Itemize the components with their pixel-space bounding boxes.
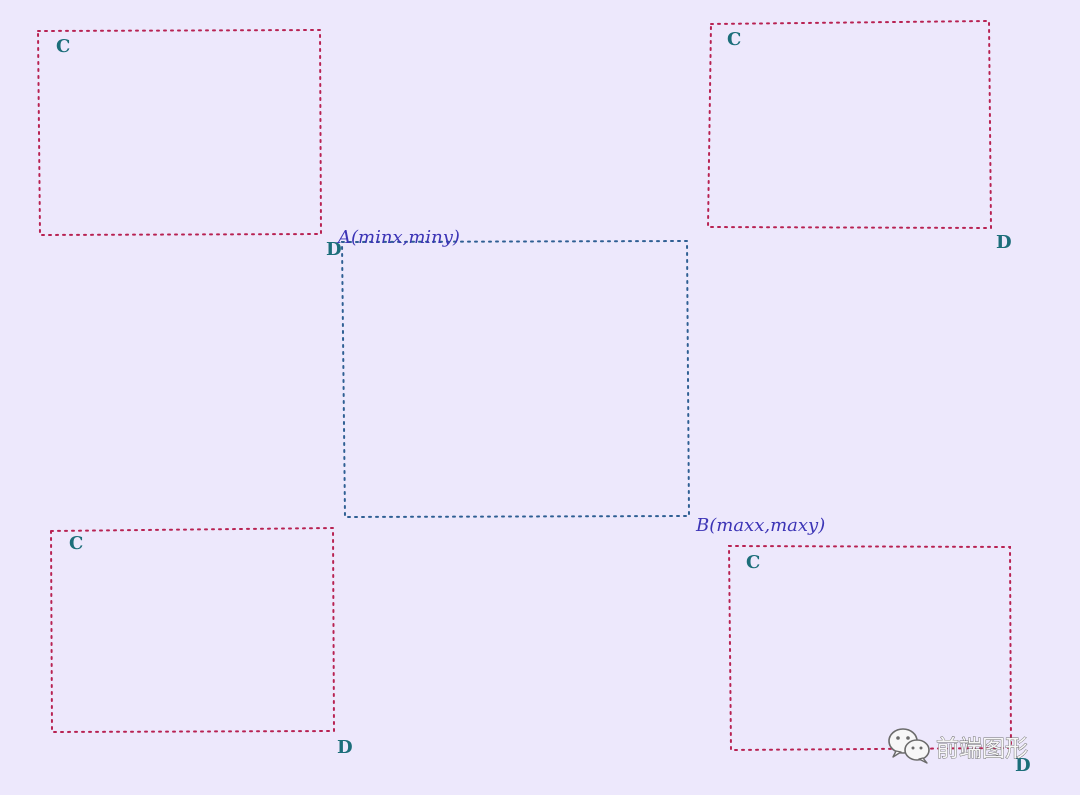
point-label-b: B(maxx,maxy) [695, 515, 825, 536]
box-outline [340, 239, 691, 519]
box-outline [727, 544, 1013, 752]
corner-label-d: D [337, 737, 353, 758]
wechat-icon [888, 728, 930, 764]
corner-box-top-right: C D [706, 19, 1012, 253]
corner-label-d: D [326, 239, 342, 260]
corner-box-top-left: C D [36, 28, 342, 260]
watermark-text: 前端图形 [936, 736, 1028, 762]
corner-label-c: C [69, 533, 83, 554]
corner-box-bottom-left: C D [49, 526, 353, 758]
corner-box-bottom-right: C D [727, 544, 1031, 776]
watermark: 前端图形 [888, 728, 1028, 764]
corner-label-c: C [746, 552, 760, 573]
box-outline [49, 526, 336, 734]
box-outline [36, 28, 323, 237]
corner-label-d: D [1015, 755, 1031, 776]
center-box: A(minx,miny) B(maxx,maxy) [336, 227, 825, 536]
point-label-a: A(minx,miny) [336, 227, 460, 248]
box-outline [706, 19, 993, 230]
corner-label-c: C [56, 36, 70, 57]
corner-label-c: C [727, 29, 741, 50]
corner-label-d: D [996, 232, 1012, 253]
